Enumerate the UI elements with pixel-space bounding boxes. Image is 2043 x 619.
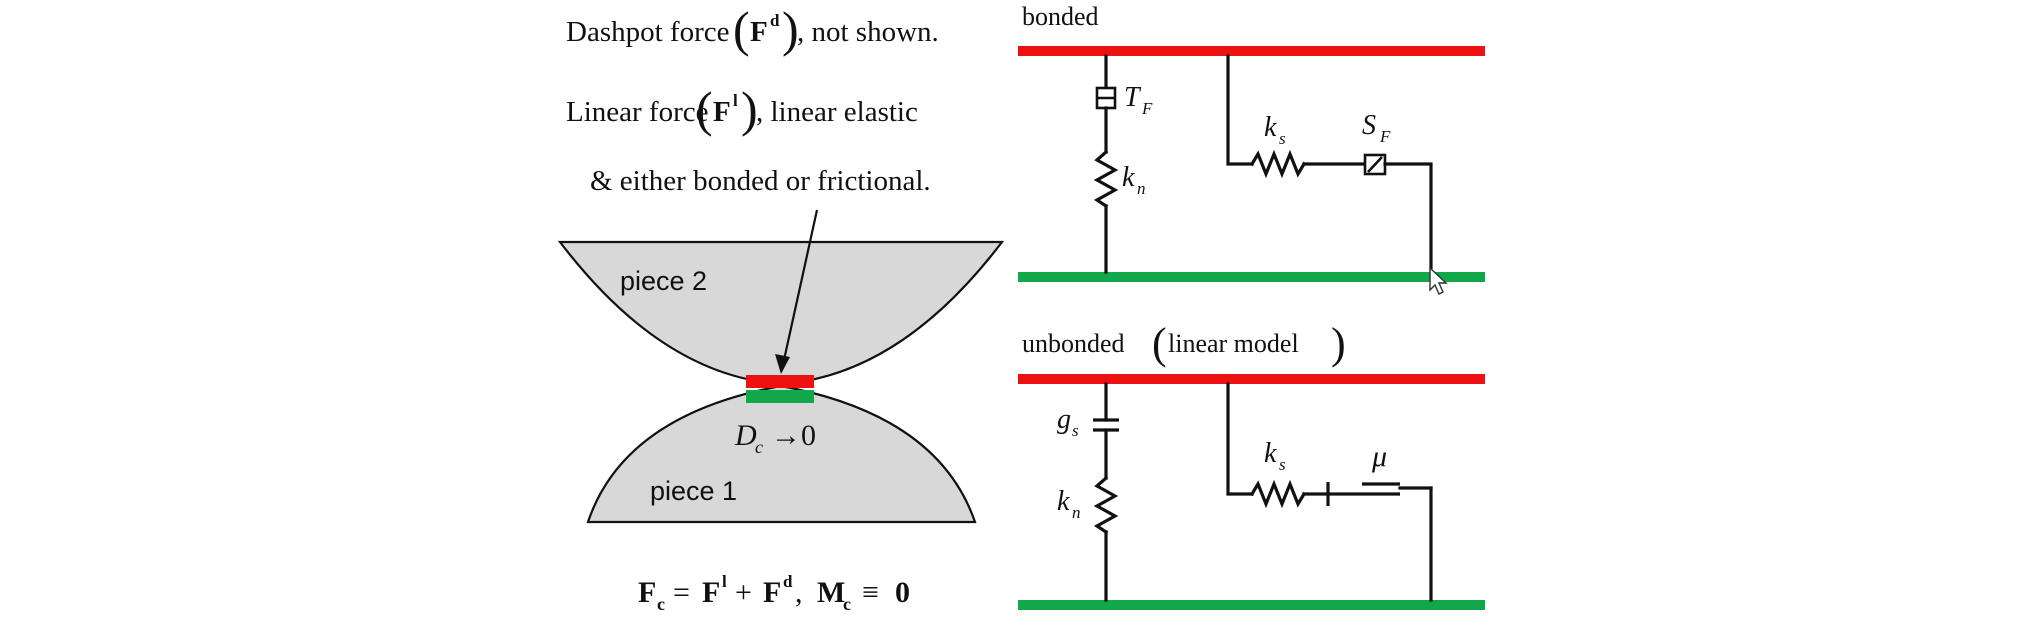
svg-text:, linear elastic: , linear elastic [756,96,918,128]
pointer-arrow-head [775,354,790,374]
unbonded-diagram: unbonded ( linear model ) g s k n [1018,319,1485,610]
shear-strength-element [1363,153,1387,176]
svg-text:≡: ≡ [862,576,879,609]
unbonded-top-rail [1018,374,1485,384]
unbonded-bottom-rail [1018,600,1485,610]
bonded-shear-spring [1249,149,1307,179]
svg-text:s: s [1279,455,1286,474]
unbonded-shear-spring [1249,479,1307,509]
label-kn-unbonded: k n [1057,486,1081,522]
bonded-normal-spring [1093,149,1119,209]
svg-text:unbonded: unbonded [1022,329,1125,358]
bonded-shear-wire [1226,54,1254,166]
pointer-arrow-line [782,209,819,361]
svg-text:g: g [1057,404,1071,435]
svg-text:Linear force: Linear force [566,96,708,128]
contact-bar-green [746,390,814,403]
svg-text:F: F [702,576,720,609]
svg-text:Dashpot force: Dashpot force [566,16,729,48]
svg-text:n: n [1137,179,1146,198]
svg-text:c: c [657,594,665,614]
svg-text:linear model: linear model [1168,329,1299,358]
svg-text:k: k [1264,112,1277,143]
force-moment-equation: F c = F l + F d , M c ≡ 0 [638,572,910,614]
linear-force-text: Linear force ( F l ) , linear elastic [566,81,918,137]
label-kn-bonded: k n [1122,162,1146,198]
paren-close: ) [741,81,758,137]
svg-text:s: s [1279,129,1286,148]
svg-text:F: F [1379,127,1391,146]
paren-close: ) [1331,319,1346,368]
svg-text:c: c [843,594,851,614]
svg-text:S: S [1362,110,1376,141]
piece-2-label: piece 2 [620,266,707,296]
svg-text:F: F [763,576,781,609]
dashpot-force-text: Dashpot force ( F d ) , not shown. [566,1,939,57]
unbonded-title: unbonded ( linear model ) [1022,319,1346,368]
bonded-shear-wire-end [1383,162,1433,274]
gap-expression: D c →0 [734,419,816,457]
paren-open: ( [733,1,750,57]
svg-text:F: F [1141,99,1153,118]
label-ks-bonded: k s [1264,112,1286,148]
label-ks-unbonded: k s [1264,438,1286,474]
svg-text:n: n [1072,503,1081,522]
piece-1-shape [586,384,977,524]
mouse-cursor-icon [1429,266,1448,295]
bonded-title: bonded [1022,2,1099,31]
svg-text:+: + [735,576,752,609]
bonded-bottom-rail [1018,272,1485,282]
contact-bar-red [746,375,814,388]
paren-open: ( [1152,319,1167,368]
svg-text:k: k [1057,486,1070,517]
label-mu: μ [1371,440,1387,473]
svg-text:k: k [1264,438,1277,469]
svg-text:l: l [722,572,727,591]
bonded-or-frictional-text: & either bonded or frictional. [590,165,931,197]
svg-text:l: l [733,91,738,110]
svg-text:c: c [755,437,763,457]
svg-text:F: F [750,16,768,48]
label-gs: g s [1057,404,1079,440]
svg-text:D: D [734,419,757,452]
paren-close: ) [782,1,799,57]
svg-text:F: F [638,576,656,609]
svg-text:=: = [673,576,690,609]
svg-text:d: d [783,572,793,591]
tensile-strength-element [1095,86,1117,110]
bonded-diagram: bonded T F k n k s [1018,2,1485,295]
unbonded-shear-wire [1226,382,1254,496]
unbonded-normal-spring [1093,475,1119,535]
svg-text:, not shown.: , not shown. [797,16,939,48]
svg-text:F: F [713,96,731,128]
svg-text:→0: →0 [771,419,816,452]
bonded-top-rail [1018,46,1485,56]
paren-open: ( [696,81,713,137]
svg-text:0: 0 [895,576,910,609]
label-SF: S F [1362,110,1391,146]
piece-1-label: piece 1 [650,476,737,506]
svg-text:k: k [1122,162,1135,193]
svg-text:,: , [795,576,803,609]
svg-text:M: M [817,576,845,609]
label-TF: T F [1124,82,1153,118]
left-panel: Dashpot force ( F d ) , not shown. Linea… [557,1,1005,614]
svg-text:s: s [1072,421,1079,440]
friction-slider-element [1326,482,1400,506]
svg-text:d: d [770,11,780,30]
svg-text:T: T [1124,82,1142,113]
